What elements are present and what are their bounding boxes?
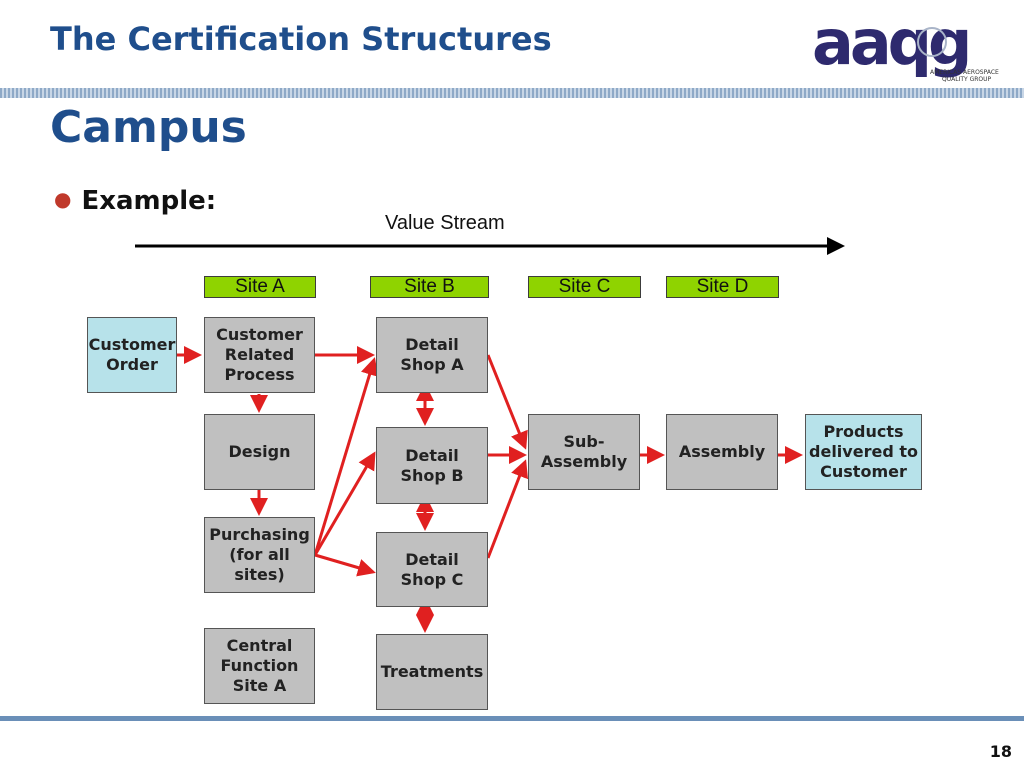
bullet-dot-icon: ● bbox=[54, 187, 72, 211]
value-stream-label: Value Stream bbox=[385, 212, 505, 234]
site-a-label: Site A bbox=[204, 276, 316, 298]
page-number: 18 bbox=[989, 742, 1012, 761]
design-box: Design bbox=[204, 414, 315, 490]
logo-caption-line1: AMERICAS AEROSPACE bbox=[930, 69, 999, 76]
header-divider bbox=[0, 88, 1024, 98]
site-d-label: Site D bbox=[666, 276, 779, 298]
central-function-box: Central Function Site A bbox=[204, 628, 315, 704]
footer-divider bbox=[0, 716, 1024, 721]
arrow-purchasing-to-shop-b bbox=[313, 451, 376, 556]
logo-caption-line2: QUALITY GROUP bbox=[942, 76, 992, 83]
purchasing-box: Purchasing (for all sites) bbox=[204, 517, 315, 593]
detail-shop-b-box: Detail Shop B bbox=[376, 427, 488, 504]
arrow-purchasing-to-shop-a bbox=[313, 357, 379, 556]
treatments-box: Treatments bbox=[376, 634, 488, 710]
assembly-box: Assembly bbox=[666, 414, 778, 490]
slide-title: The Certification Structures bbox=[50, 20, 552, 58]
aaqg-logo: aaqg AMERICAS AEROSPACE QUALITY GROUP bbox=[812, 6, 1012, 84]
bullet-example: ● Example: bbox=[54, 186, 216, 216]
products-delivered-box: Products delivered to Customer bbox=[805, 414, 922, 490]
arrow-shop-c-to-subassembly bbox=[486, 459, 529, 559]
sub-assembly-box: Sub- Assembly bbox=[528, 414, 640, 490]
detail-shop-c-box: Detail Shop C bbox=[376, 532, 488, 607]
customer-related-process-box: Customer Related Process bbox=[204, 317, 315, 393]
section-title: Campus bbox=[50, 102, 247, 153]
customer-order-box: Customer Order bbox=[87, 317, 177, 393]
arrow-shop-a-to-subassembly bbox=[486, 354, 528, 450]
arrow-purchasing-to-shop-c bbox=[314, 553, 376, 577]
detail-shop-a-box: Detail Shop A bbox=[376, 317, 488, 393]
bullet-text: Example: bbox=[81, 186, 217, 216]
site-b-label: Site B bbox=[370, 276, 489, 298]
site-c-label: Site C bbox=[528, 276, 641, 298]
